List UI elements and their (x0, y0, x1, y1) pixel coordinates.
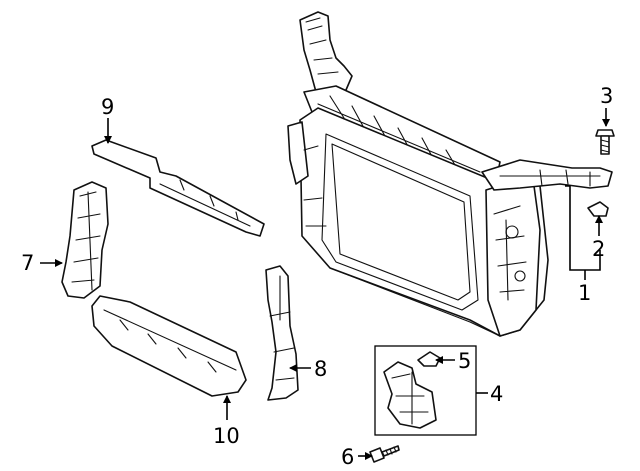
side-deflector-7 (61, 181, 109, 299)
bolt-3 (595, 129, 615, 155)
screw-6 (369, 445, 400, 463)
callout-3: 3 (600, 84, 613, 108)
vertical-bracket-8 (265, 265, 299, 401)
upper-bracket-9 (91, 139, 265, 237)
callout-1: 1 (578, 281, 591, 305)
lower-deflector-10 (91, 295, 247, 397)
callout-8: 8 (314, 357, 327, 381)
clip-2 (587, 201, 609, 217)
radiator-support-frame (287, 11, 613, 337)
leader-lines (40, 108, 610, 460)
callout-10: 10 (213, 424, 240, 448)
callout-labels: 9 7 10 8 5 4 6 3 2 1 (21, 84, 613, 469)
callout-5: 5 (458, 349, 471, 373)
callout-4: 4 (490, 382, 503, 406)
callout-9: 9 (101, 95, 114, 119)
leader-1 (565, 185, 601, 271)
inset-assembly-4 (374, 345, 477, 436)
callout-7: 7 (21, 251, 34, 275)
callout-6: 6 (341, 445, 354, 469)
callout-2: 2 (592, 237, 605, 261)
